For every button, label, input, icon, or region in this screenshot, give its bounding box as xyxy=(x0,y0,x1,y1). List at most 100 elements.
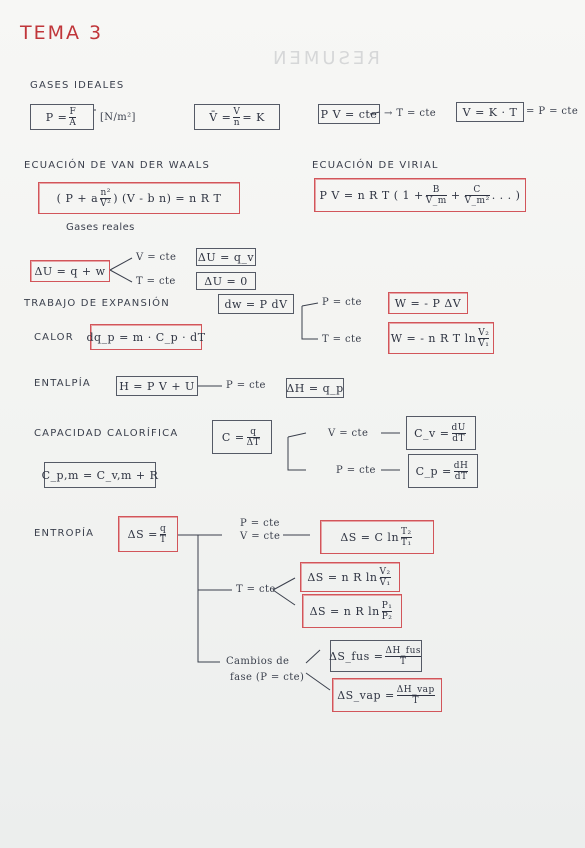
formula-ds-c-ln: ΔS = C ln T₂ T₁ xyxy=(320,520,434,554)
fraction-bar xyxy=(69,116,77,118)
ds-fus-lhs: ΔS_fus = xyxy=(328,649,384,663)
fraction-bar xyxy=(453,470,469,472)
virial-end: . . . ) xyxy=(491,188,521,202)
label-fase-p-cte: fase (P = cte) xyxy=(230,672,305,683)
formula-ds-fusion: ΔS_fus = ΔH_fus T xyxy=(328,640,422,672)
fraction-p1-over-p2: P₁ P₂ xyxy=(381,601,393,622)
formula-pressure: P = F A xyxy=(30,104,94,130)
numerator-c: C xyxy=(473,184,481,195)
denominator-dt: dT xyxy=(452,433,466,444)
numerator-dh: dH xyxy=(453,460,469,471)
condition-v-cte-entropy: V = cte xyxy=(240,531,281,542)
denominator-t: T xyxy=(159,534,167,545)
heading-entropia: ENTROPÍA xyxy=(34,528,95,539)
denominator-vm2: V_m² xyxy=(464,195,490,206)
heading-capacidad: CAPACIDAD CALORÍFICA xyxy=(34,428,179,439)
numerator-n2: n² xyxy=(100,187,111,198)
numerator-b: B xyxy=(432,184,440,195)
numerator-v: V xyxy=(233,106,241,117)
ds-vap-lhs: ΔS_vap = xyxy=(337,688,395,702)
equals-k: = K xyxy=(242,110,265,124)
numerator-q: q xyxy=(159,523,167,534)
fraction-bar xyxy=(233,116,241,118)
boyle-condition: → T = cte xyxy=(384,108,437,119)
denominator-t: T xyxy=(412,695,419,706)
denominator-a: A xyxy=(69,117,77,128)
pressure-lhs: P = xyxy=(45,110,68,124)
formula-virial: P V = n R T ( 1 + B V_m + C V_m² . . . ) xyxy=(314,178,526,212)
ds-pressure-lhs: ΔS = n R ln xyxy=(309,604,380,618)
condition-t-cte-entropy: T = cte xyxy=(236,584,276,595)
ds-c-lhs: ΔS = C ln xyxy=(340,530,400,544)
denominator-vm: V_m xyxy=(425,195,447,206)
ds-volume-lhs: ΔS = n R ln xyxy=(307,570,378,584)
fraction-bar xyxy=(425,194,447,196)
condition-p-cte-entropy: P = cte xyxy=(240,518,280,529)
numerator-v2: V₂ xyxy=(379,566,391,577)
denominator-dt: dT xyxy=(454,471,468,482)
numerator-q: q xyxy=(250,426,257,437)
numerator-du: dU xyxy=(451,422,466,433)
numerator-h-fus: ΔH_fus xyxy=(385,645,422,656)
formula-entropy: ΔS = q T xyxy=(118,516,178,552)
fraction-bar xyxy=(478,337,490,339)
fraction-q-over-t: q T xyxy=(159,523,167,545)
fraction-dh-over-dt: dH dT xyxy=(453,460,469,482)
vdw-left: ( P + a xyxy=(56,191,99,205)
fraction-bar xyxy=(100,197,112,199)
fraction-bar xyxy=(381,610,393,612)
formula-du-qv: ΔU = q_v xyxy=(196,248,256,266)
fraction-v2-over-v1: V₂ V₁ xyxy=(478,328,490,349)
condition-p-cte-capacity: P = cte xyxy=(336,465,376,476)
formula-heat: dq_p = m · C_p · dT xyxy=(86,324,205,350)
fraction-du-over-dt: dU dT xyxy=(451,422,466,444)
fraction-bar xyxy=(401,536,412,538)
formula-mayer: C_p,m = C_v,m + R xyxy=(42,462,158,488)
formula-du-zero: ΔU = 0 xyxy=(196,272,256,290)
formula-first-law: ΔU = q + w xyxy=(30,260,110,282)
denominator-p2: P₂ xyxy=(381,611,393,622)
condition-t-cte-work: T = cte xyxy=(322,334,362,345)
formula-cp: C_p = dH dT xyxy=(408,454,478,488)
denominator-t1: T₁ xyxy=(401,537,412,548)
c-lhs: C = xyxy=(221,430,245,444)
denominator-v1: V₁ xyxy=(379,577,391,588)
denominator-v2: V² xyxy=(100,198,112,209)
condition-t-cte: T = cte xyxy=(136,276,176,287)
condition-p-cte-work: P = cte xyxy=(322,297,362,308)
formula-charles: V = K · T xyxy=(456,102,524,122)
fraction-n2-over-v2: n² V² xyxy=(100,187,112,209)
formula-ds-vaporization: ΔS_vap = ΔH_vap T xyxy=(332,678,442,712)
fraction-q-over-dt: q ΔT xyxy=(246,426,261,448)
label-cambios-de: Cambios de xyxy=(226,656,290,667)
formula-boyle: P V = cte xyxy=(318,104,380,124)
heading-van-der-waals: ECUACIÓN DE VAN DER WAALS xyxy=(24,160,211,171)
cv-lhs: C_v = xyxy=(414,426,450,440)
plus-sign: + xyxy=(450,188,461,202)
fraction-f-over-a: F A xyxy=(69,107,77,128)
fraction-hfus-over-t: ΔH_fus T xyxy=(385,645,422,667)
fraction-b-over-vm: B V_m xyxy=(425,184,447,206)
denominator-n: n xyxy=(233,117,240,128)
fraction-c-over-vm2: C V_m² xyxy=(464,184,490,206)
numerator-t2: T₂ xyxy=(401,526,412,537)
formula-enthalpy: H = P V + U xyxy=(116,376,198,396)
fraction-v-over-n: V n xyxy=(233,106,241,128)
denominator-v1: V₁ xyxy=(478,338,490,349)
fraction-v2-over-v1-entropy: V₂ V₁ xyxy=(379,566,391,588)
formula-heat-capacity: C = q ΔT xyxy=(212,420,272,454)
fraction-t2-over-t1: T₂ T₁ xyxy=(401,527,412,548)
condition-v-cte-capacity: V = cte xyxy=(328,428,369,439)
numerator-h-vap: ΔH_vap xyxy=(396,684,435,695)
formula-ds-volume: ΔS = n R ln V₂ V₁ xyxy=(300,562,400,592)
formula-work: dw = P dV xyxy=(218,294,294,314)
heading-trabajo: TRABAJO DE EXPANSIÓN xyxy=(24,298,170,309)
fraction-bar xyxy=(385,655,422,657)
pressure-unit: [N/m²] xyxy=(100,112,136,123)
virial-left: P V = n R T ( 1 + xyxy=(319,188,424,202)
heading-entalpia: ENTALPÍA xyxy=(34,378,91,389)
formula-van-der-waals: ( P + a n² V² ) (V - b n) = n R T xyxy=(38,182,240,214)
formula-ds-pressure: ΔS = n R ln P₁ P₂ xyxy=(302,594,402,628)
